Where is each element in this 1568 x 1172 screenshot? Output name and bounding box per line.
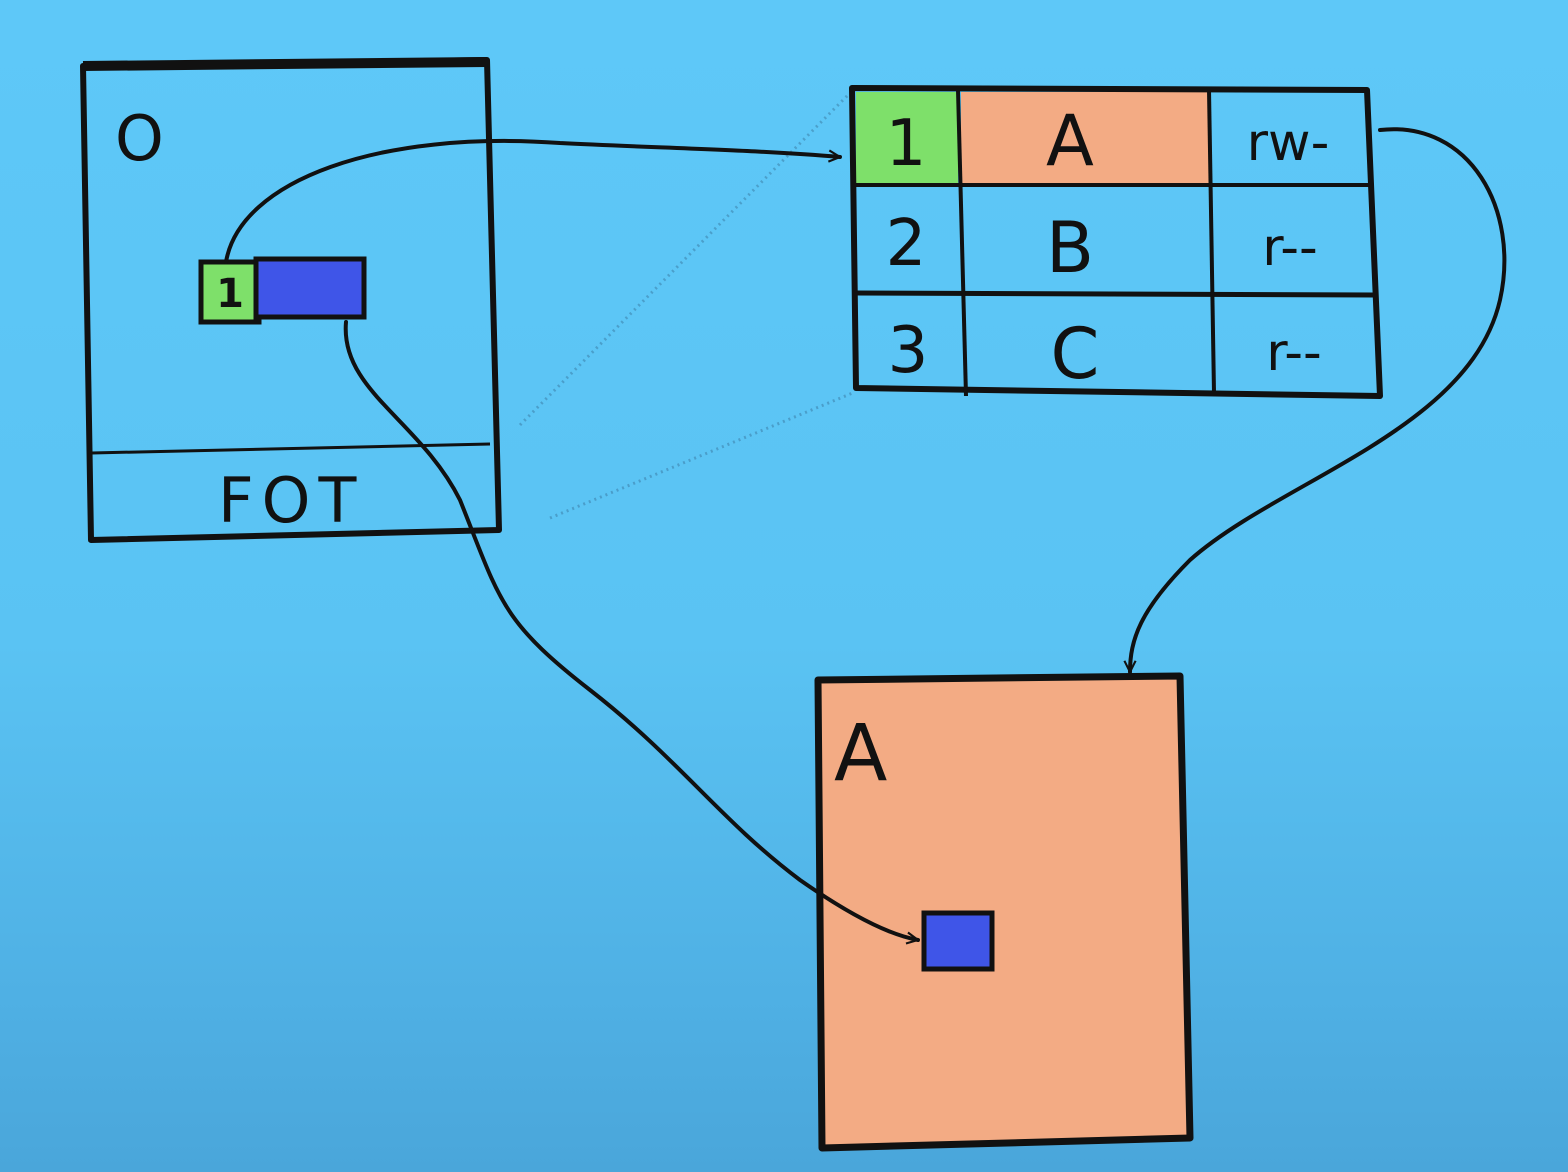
table-row-3: 3 C r-- [888, 313, 1322, 395]
target-byte [921, 910, 995, 972]
segment-a-border [814, 672, 1194, 1152]
fot-label: FOT [218, 464, 364, 537]
projection-lines [518, 93, 856, 520]
row-1-index-fill [856, 92, 958, 183]
row-3-segment: C [1051, 313, 1100, 395]
arrows [224, 127, 1507, 940]
table-col-divider-2 [1207, 89, 1216, 394]
arrow-index-to-table [224, 138, 840, 264]
row-1-perms: rw- [1247, 113, 1330, 173]
object-label: O [115, 102, 164, 175]
row-1-segment: A [1046, 100, 1094, 182]
segment-a-label: A [834, 709, 887, 799]
pointer-index-label: 1 [216, 271, 244, 317]
row-2-segment: B [1046, 207, 1094, 289]
object-box-top-edge [82, 57, 488, 71]
row-2-index: 2 [886, 207, 927, 281]
table-border [849, 85, 1383, 399]
pointer-offset-cell [253, 256, 367, 320]
projection-line-bottom [549, 390, 856, 520]
object-box: O FOT 1 [80, 57, 502, 543]
fot-divider [91, 442, 491, 455]
table-col-divider-1 [956, 89, 968, 397]
table-row-1: 1 A rw- [886, 100, 1330, 182]
table-row-divider-2 [854, 290, 1375, 298]
row-1-index: 1 [886, 107, 927, 181]
arrow-table-to-segment [1130, 127, 1507, 674]
segment-table: 1 A rw- 2 B r-- 3 C r-- [849, 85, 1383, 399]
table-row-2: 2 B r-- [886, 207, 1318, 289]
object-pointer: 1 [198, 256, 367, 325]
row-3-perms: r-- [1266, 323, 1322, 383]
row-3-index: 3 [888, 314, 929, 388]
row-1-segment-fill [961, 92, 1209, 183]
row-2-perms: r-- [1262, 218, 1318, 278]
segment-a-box: A [814, 672, 1194, 1152]
arrow-offset-to-byte [343, 320, 918, 940]
